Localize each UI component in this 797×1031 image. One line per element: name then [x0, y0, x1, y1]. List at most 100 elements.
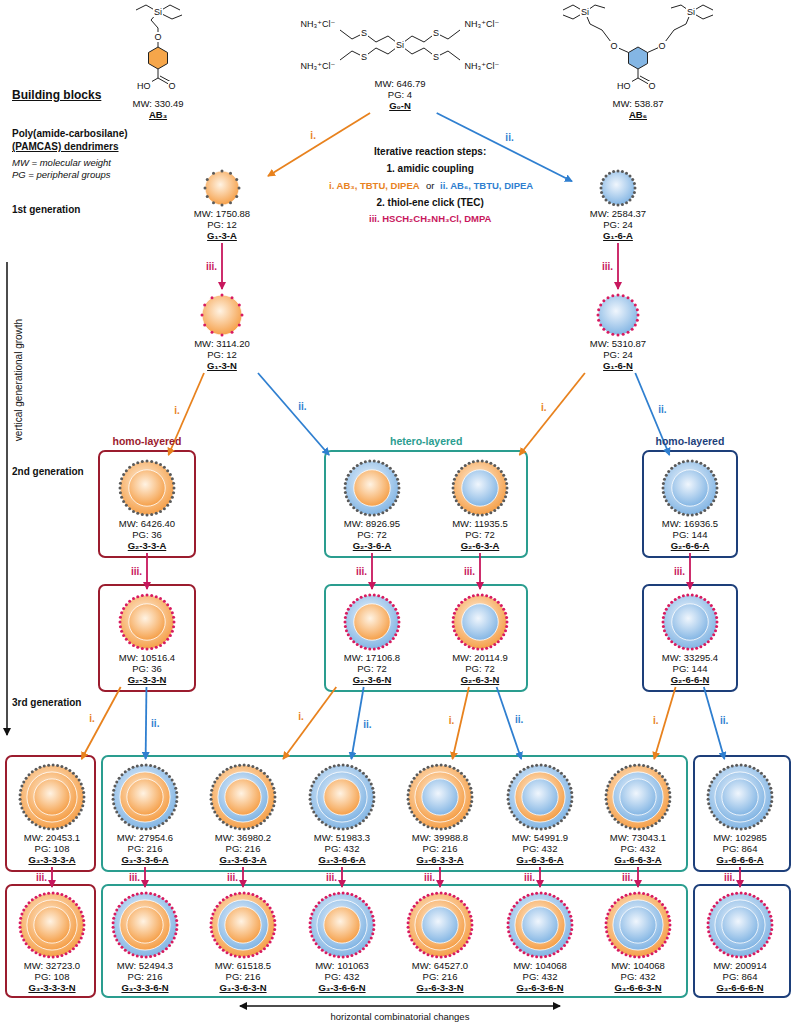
dendrimer-node: MW: 2584.37PG: 24G₁-6-A	[575, 168, 661, 241]
peripheral-group	[259, 897, 262, 900]
peripheral-group	[570, 791, 573, 794]
peripheral-group	[485, 513, 488, 516]
peripheral-group	[563, 816, 566, 819]
peripheral-group	[506, 621, 509, 624]
peripheral-group	[347, 608, 350, 611]
property-text: MW: 1750.88	[179, 208, 265, 219]
peripheral-group	[605, 793, 608, 796]
peripheral-group	[263, 947, 266, 950]
peripheral-group	[602, 178, 605, 181]
peripheral-group	[607, 296, 610, 299]
peripheral-group	[712, 499, 715, 502]
peripheral-group	[613, 946, 616, 949]
peripheral-group	[769, 932, 772, 935]
peripheral-group	[519, 949, 522, 952]
peripheral-group	[674, 509, 677, 512]
title-label: (PAMCAS) dendrimers	[12, 141, 119, 153]
peripheral-group	[171, 940, 174, 943]
property-text: MW: 200914	[697, 960, 783, 971]
peripheral-group	[381, 596, 384, 599]
property-text: MW: 20453.1	[9, 832, 95, 843]
peripheral-group	[347, 499, 350, 502]
peripheral-group	[273, 919, 276, 922]
peripheral-group	[266, 775, 269, 778]
peripheral-group	[128, 896, 131, 899]
peripheral-group	[569, 932, 572, 935]
peripheral-group	[146, 460, 149, 463]
reaction-arrow	[258, 373, 329, 455]
peripheral-group	[678, 596, 681, 599]
peripheral-group	[346, 955, 349, 958]
atom-label: Si	[686, 7, 696, 17]
peripheral-group	[466, 907, 469, 910]
peripheral-group	[82, 919, 85, 922]
reaction-arrow	[519, 373, 584, 455]
peripheral-group	[396, 629, 399, 632]
peripheral-group	[448, 954, 451, 957]
peripheral-group	[714, 478, 717, 481]
dendrimer-layer	[310, 893, 374, 957]
property-text: MW: 2584.37	[575, 208, 661, 219]
peripheral-group	[500, 637, 503, 640]
peripheral-group	[161, 822, 164, 825]
peripheral-group	[31, 898, 34, 901]
peripheral-group	[309, 789, 312, 792]
peripheral-group	[470, 800, 473, 803]
peripheral-group	[460, 467, 463, 470]
peripheral-group	[75, 775, 78, 778]
peripheral-group	[352, 467, 355, 470]
peripheral-group	[602, 328, 605, 331]
peripheral-group	[431, 764, 434, 767]
peripheral-group	[556, 769, 559, 772]
peripheral-group	[309, 802, 312, 805]
peripheral-group	[723, 823, 726, 826]
peripheral-group	[128, 951, 131, 954]
peripheral-group	[173, 782, 176, 785]
peripheral-group	[531, 892, 534, 895]
peripheral-group	[756, 897, 759, 900]
peripheral-group	[350, 826, 353, 829]
peripheral-group	[158, 952, 161, 955]
property-text: MW: 64527.0	[397, 960, 483, 971]
peripheral-group	[153, 765, 156, 768]
peripheral-group	[124, 949, 127, 952]
peripheral-group	[256, 767, 259, 770]
reaction-step-label: i.	[309, 130, 317, 141]
peripheral-group	[346, 827, 349, 830]
peripheral-group	[531, 827, 534, 830]
peripheral-group	[168, 775, 171, 778]
peripheral-group	[120, 818, 123, 821]
peripheral-group	[568, 910, 571, 913]
peripheral-group	[472, 647, 475, 650]
peripheral-group	[226, 896, 229, 899]
peripheral-group	[731, 892, 734, 895]
property-text: MW: 101063	[299, 960, 385, 971]
peripheral-group	[427, 766, 430, 769]
peripheral-group	[360, 596, 363, 599]
peripheral-group	[667, 915, 670, 918]
peripheral-group	[243, 892, 246, 895]
peripheral-group	[216, 777, 219, 780]
peripheral-group	[362, 947, 365, 950]
peripheral-group	[136, 646, 139, 649]
peripheral-group	[394, 499, 397, 502]
peripheral-group	[124, 898, 127, 901]
peripheral-group	[203, 324, 206, 327]
peripheral-group	[662, 491, 665, 494]
peripheral-group	[605, 921, 608, 924]
peripheral-group	[407, 926, 410, 929]
peripheral-group	[344, 616, 347, 619]
peripheral-group	[468, 645, 471, 648]
peripheral-group	[163, 600, 166, 603]
peripheral-group	[210, 793, 213, 796]
peripheral-group	[452, 487, 455, 490]
peripheral-group	[625, 172, 628, 175]
peripheral-group	[78, 907, 81, 910]
dendrimer-sphere	[307, 890, 377, 960]
peripheral-group	[453, 495, 456, 498]
reaction-step-label: iii.	[130, 566, 143, 577]
peripheral-group	[651, 952, 654, 955]
atom-label: NH₃⁺Cl⁻	[300, 19, 337, 29]
property-text: MW: 11935.5	[437, 518, 523, 529]
peripheral-group	[633, 764, 636, 767]
